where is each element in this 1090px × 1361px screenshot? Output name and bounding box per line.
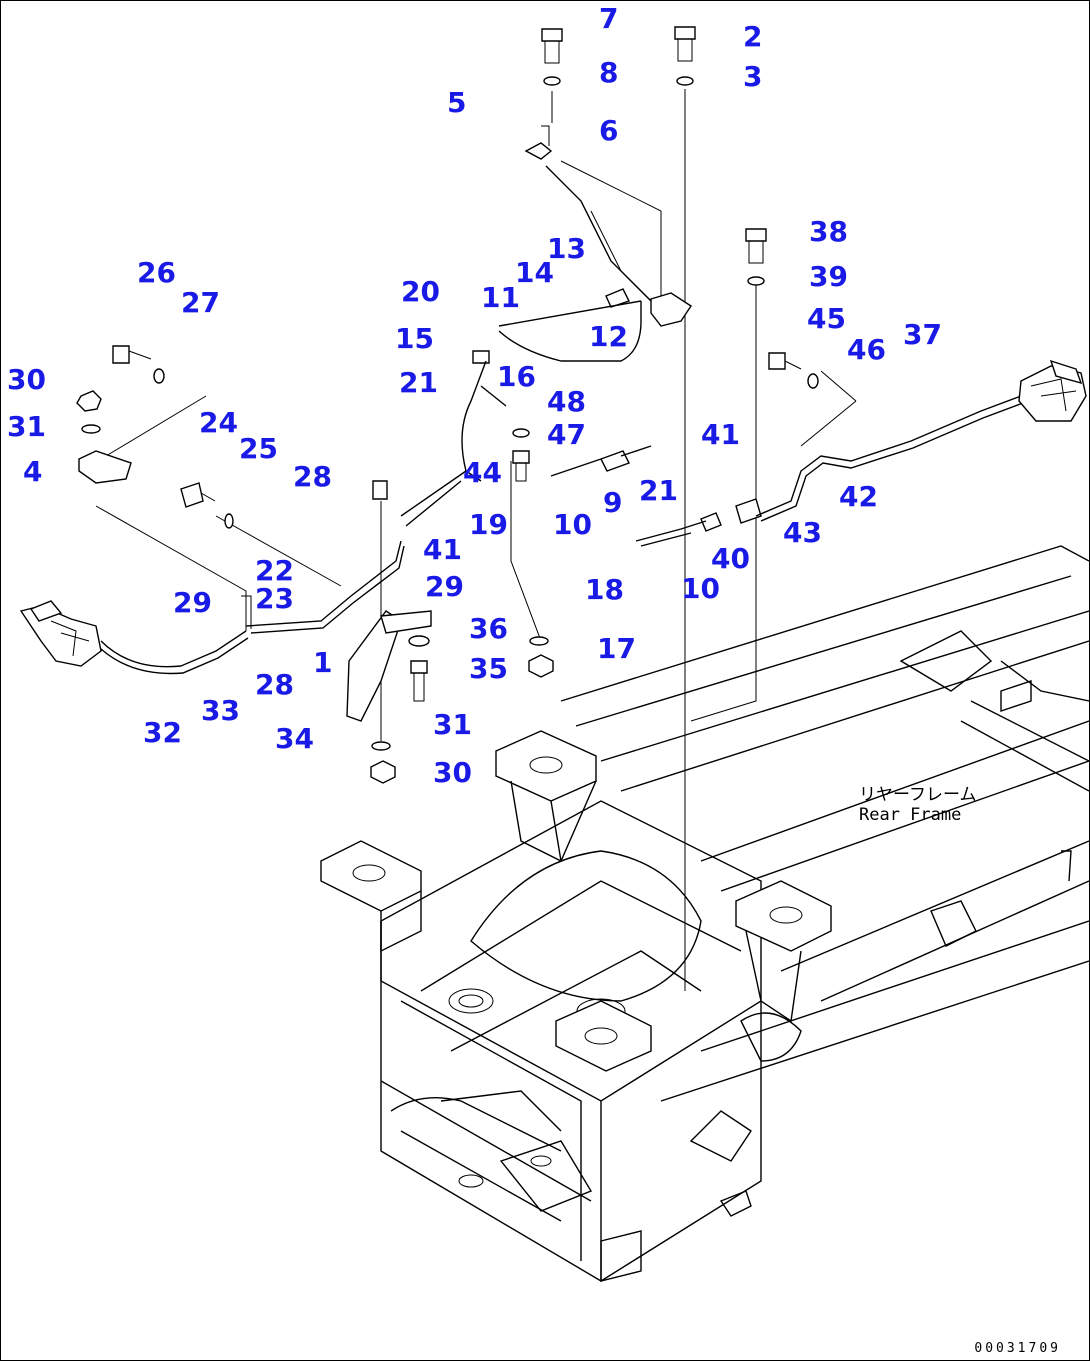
callout-4: 4 (23, 455, 43, 488)
callout-19: 19 (469, 508, 508, 541)
callout-26: 26 (137, 256, 176, 289)
rear-frame-label-english: Rear Frame (859, 805, 962, 825)
callout-16: 16 (497, 360, 536, 393)
callout-3: 3 (743, 60, 763, 93)
callout-28-upper: 28 (293, 460, 332, 493)
callout-31-upper: 31 (7, 410, 46, 443)
callout-11: 11 (481, 281, 520, 314)
callout-5: 5 (447, 86, 467, 119)
callout-35: 35 (469, 652, 508, 685)
callout-29-left: 29 (173, 586, 212, 619)
callout-21-right: 21 (639, 474, 678, 507)
rear-frame-label: リヤーフレーム Rear Frame (859, 785, 976, 825)
callout-18: 18 (585, 573, 624, 606)
callout-10-middle: 10 (553, 508, 592, 541)
callout-33: 33 (201, 694, 240, 727)
callout-6: 6 (599, 114, 619, 147)
callout-37: 37 (903, 318, 942, 351)
callout-17: 17 (597, 632, 636, 665)
callout-2: 2 (743, 20, 763, 53)
callout-10-lower: 10 (681, 572, 720, 605)
callout-38: 38 (809, 215, 848, 248)
callout-40: 40 (711, 542, 750, 575)
callout-39: 39 (809, 260, 848, 293)
callout-48: 48 (547, 385, 586, 418)
callout-13: 13 (547, 232, 586, 265)
callout-31-lower: 31 (433, 708, 472, 741)
drawing-reference-code: 00031709 (974, 1341, 1061, 1356)
callout-14: 14 (515, 256, 554, 289)
callout-12: 12 (589, 320, 628, 353)
callout-29-right: 29 (425, 570, 464, 603)
callout-25: 25 (239, 432, 278, 465)
callout-20: 20 (401, 275, 440, 308)
callout-7: 7 (599, 2, 619, 35)
callout-43: 43 (783, 516, 822, 549)
callout-28-lower: 28 (255, 668, 294, 701)
callout-15: 15 (395, 322, 434, 355)
rear-frame (320, 545, 1089, 1283)
hardware (76, 26, 819, 784)
callout-1: 1 (313, 646, 333, 679)
callout-27: 27 (181, 286, 220, 319)
callout-42: 42 (839, 480, 878, 513)
callout-23: 23 (255, 582, 294, 615)
callout-21-upper: 21 (399, 366, 438, 399)
callout-30-upper: 30 (7, 363, 46, 396)
callout-22: 22 (255, 554, 294, 587)
callout-24: 24 (199, 406, 238, 439)
callout-45: 45 (807, 302, 846, 335)
callout-41-left: 41 (423, 533, 462, 566)
valves (19, 292, 1087, 667)
rear-frame-label-japanese: リヤーフレーム (859, 785, 977, 805)
callout-9: 9 (603, 486, 623, 519)
callout-30-lower: 30 (433, 756, 472, 789)
callout-36: 36 (469, 612, 508, 645)
callout-32: 32 (143, 716, 182, 749)
callout-41-right: 41 (701, 418, 740, 451)
callout-44: 44 (463, 456, 502, 489)
callout-46: 46 (847, 333, 886, 366)
callout-8: 8 (599, 56, 619, 89)
callout-34: 34 (275, 722, 314, 755)
callout-47: 47 (547, 418, 586, 451)
